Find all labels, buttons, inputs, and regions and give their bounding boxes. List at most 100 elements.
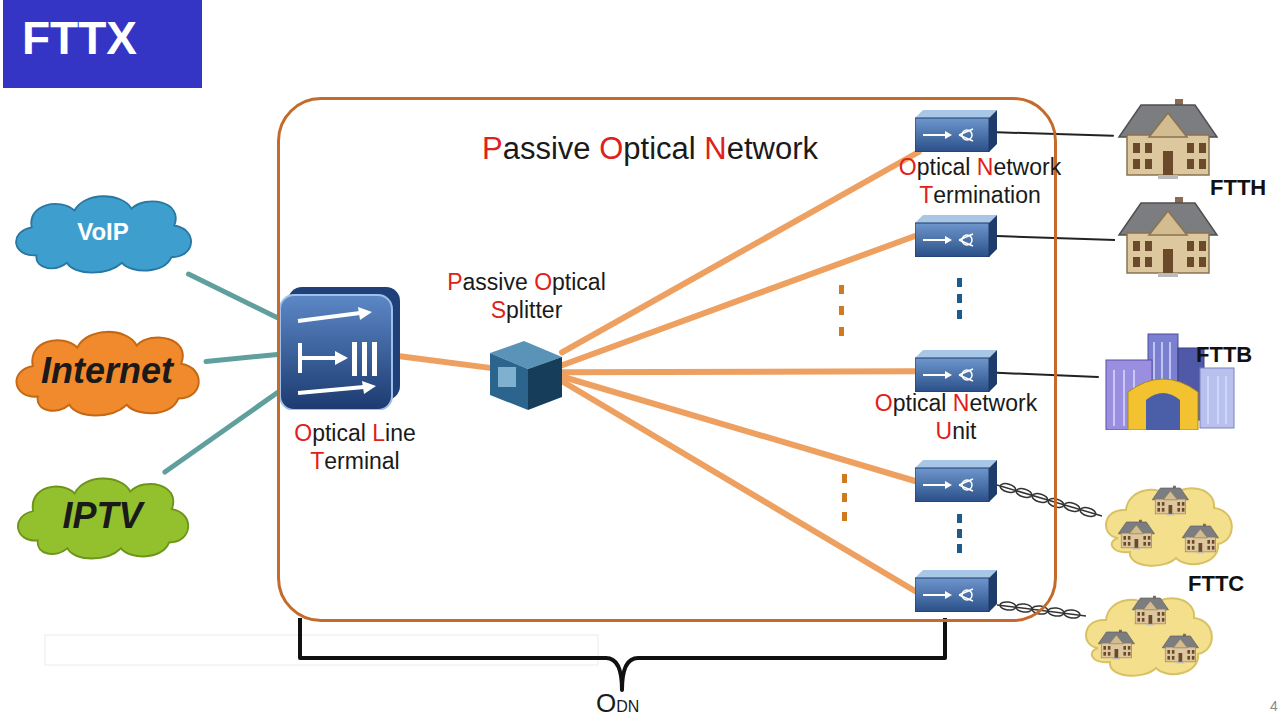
drop-cable [997,373,1098,377]
cable-coil [1032,605,1049,615]
ont-device-outline [915,110,997,152]
onu-device-shape [915,350,997,392]
initial-letter: O [899,154,917,180]
onu-device-label: Optical Network Unit [861,390,1051,445]
service-cloud-label: VoIP [8,190,198,274]
ont-device: Optical Network Termination [915,110,997,152]
ellipsis-dot [957,544,962,553]
network-unit-device [915,460,997,502]
pon-boundary: Passive Optical NetworkOptical Line Term… [277,97,1057,622]
initial-letter: O [294,420,312,446]
page-number: 4 [1270,698,1278,714]
onu-device-outline [915,350,997,392]
service-cloud: IPTV [10,472,195,560]
ellipsis-dot [957,294,962,303]
initial-letter: O [599,131,623,166]
ellipsis-dot [957,278,962,287]
cable-coil [1015,487,1033,499]
service-link [165,391,280,472]
coiled-cable [997,601,1086,619]
cable-coil [1031,492,1049,504]
cable-coil [1016,603,1033,613]
initial-letter: O [875,390,893,416]
house-shape [1113,95,1221,180]
splitter-device-label: Passive Optical Splitter [434,269,619,324]
large-letter: O [596,688,616,718]
cable-coil [999,482,1017,494]
network-unit-device [915,215,997,257]
ellipsis-dot [839,327,844,336]
title-text: FTTX [22,11,137,65]
office-building: FTTB [1098,330,1236,430]
pon-boundary-label: Passive Optical Network [430,130,870,167]
cable-core [997,485,1102,516]
onu-device: Optical Network Unit [915,350,997,392]
odn-label: ODN [596,688,639,719]
neighbourhood-outline [1086,596,1212,676]
neighbourhood [1106,486,1232,566]
initial-letter: N [977,154,994,180]
faint-box [45,635,598,665]
cable-coil [1064,609,1081,619]
splitter-device-outline [490,341,562,410]
ellipsis-dot [957,310,962,319]
ellipsis-dot [842,512,847,521]
neighbourhood-label: FTTC [1188,571,1244,597]
initial-letter: T [919,182,933,208]
initial-letter: P [482,131,503,166]
splitter-device: Passive Optical Splitter [490,335,562,410]
ellipsis-dot [839,285,844,294]
initial-letter: U [936,418,953,444]
initial-letter: O [534,269,552,295]
optical-fibre [560,380,915,591]
olt-device: Optical Line Terminal [280,287,400,410]
network-unit-device [915,570,997,612]
ellipsis-dot [842,493,847,502]
optical-fibre [400,356,490,368]
service-cloud-label: Internet [8,325,206,417]
house: FTTH [1113,95,1221,180]
house [1119,197,1217,277]
fibre-bundle [560,236,915,591]
house-outline [1119,99,1217,179]
cable-coil [1048,607,1065,617]
ellipsis-dot [957,529,962,538]
neighbourhood-shape [1078,588,1218,680]
initial-letter: S [491,297,506,323]
office-building-label: FTTB [1196,342,1252,368]
splitter-device-shape [490,335,562,410]
initial-letter: N [704,131,726,166]
cable-coil [1063,501,1081,513]
initial-letter: N [953,390,970,416]
service-cloud: Internet [8,325,206,417]
ont-device-label: Optical Network Termination [845,154,1115,209]
initial-letter: P [447,269,462,295]
optical-fibre [562,371,915,372]
optical-fibre [562,152,919,352]
house-label: FTTH [1210,175,1266,201]
title-badge: FTTX [3,0,202,88]
optical-fibre [560,376,915,481]
ellipsis-dot [842,474,847,483]
olt-device-label: Optical Line Terminal [275,420,435,475]
cable-coil [1000,601,1017,611]
service-link [188,274,280,319]
olt-device-outline [280,287,400,410]
odn-bracket [300,618,945,690]
initial-letter: L [372,420,385,446]
service-cloud: VoIP [8,190,198,274]
coiled-cable [997,482,1102,518]
ont-device-shape [915,110,997,152]
ellipsis-dot [957,514,962,523]
olt-device-shape [280,287,400,410]
service-link [206,354,280,361]
ellipsis-dot [839,306,844,315]
initial-letter: T [310,448,324,474]
service-cloud-label: IPTV [10,472,195,560]
neighbourhood: FTTC [1078,588,1218,680]
cable-coil [1079,506,1097,518]
